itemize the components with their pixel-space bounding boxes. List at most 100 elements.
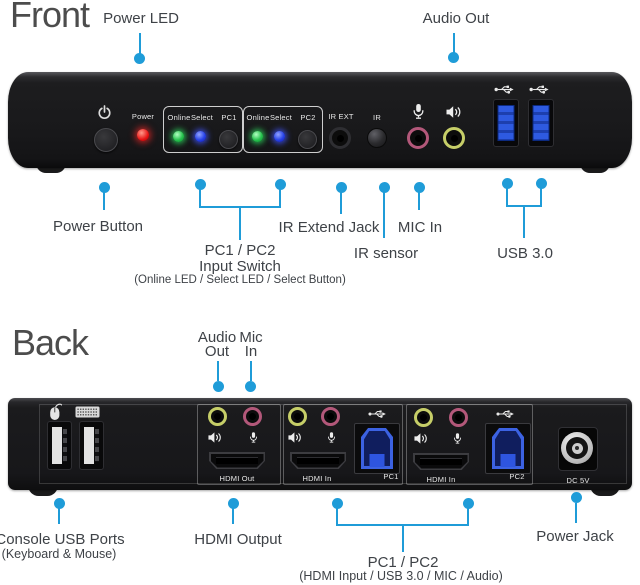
callout-line: [249, 361, 252, 381]
ir-ext-caption: IR EXT: [328, 112, 354, 121]
audio-out-jack: [443, 127, 465, 149]
hdmi-out-caption: HDMI Out: [219, 474, 255, 483]
back-heading: Back: [12, 322, 89, 363]
ir-caption: IR: [373, 113, 381, 122]
callout-line: [575, 503, 577, 523]
callout-line: [506, 188, 508, 206]
audio-jack: [414, 408, 433, 427]
callout-dot: [134, 53, 145, 64]
mic-icon: [327, 430, 336, 445]
callout-dot: [448, 52, 459, 63]
mic-in-back-label: Mic In: [239, 329, 263, 358]
hdmi-in-caption-pc2: HDMI In: [426, 475, 456, 484]
select-led: [274, 131, 285, 142]
callout-line: [418, 192, 420, 210]
audio-out-back-line2: Out: [204, 342, 230, 360]
power-led-caption: Power: [131, 112, 155, 121]
callout-dot: [335, 181, 347, 193]
front-heading: Front: [10, 0, 90, 35]
audio-out-front-label: Audio Out: [422, 10, 490, 27]
dc-5v-caption: DC 5V: [566, 476, 590, 485]
usb-icon: [368, 409, 388, 419]
online-led: [252, 131, 263, 142]
hdmi-in-port-pc1: [290, 452, 346, 469]
mic-icon: [453, 431, 462, 446]
hdmi-out-port: [209, 452, 265, 469]
usb-icon: [529, 84, 551, 95]
power-button: [94, 128, 118, 152]
input-switch-label-1: PC1 / PC2: [204, 242, 276, 259]
callout-line: [217, 361, 219, 381]
hdmi-in-caption-pc1: HDMI In: [302, 474, 332, 483]
callout-line: [452, 33, 455, 54]
select-led-label: Select: [269, 113, 293, 122]
pc-group-label: PC1 / PC2: [367, 554, 439, 571]
callout-dot: [413, 181, 425, 193]
front-panel: Power Online Select PC1 Online Select PC…: [8, 72, 632, 168]
callout-line: [336, 508, 338, 525]
mic-in-back-line1: Mic: [239, 329, 263, 346]
callout-line: [103, 192, 105, 210]
callout-dot: [462, 497, 474, 509]
usb-b-port-pc2: [485, 423, 531, 474]
usb-b-port-pc1: [354, 423, 400, 474]
usb-icon: [494, 84, 516, 95]
audio-out-back-label: Audio Out: [197, 329, 237, 360]
speaker-icon: [208, 431, 224, 444]
callout-line: [199, 189, 201, 207]
speaker-icon: [446, 105, 464, 119]
mic-jack: [321, 407, 340, 426]
online-led: [173, 131, 184, 142]
mouse-icon: [48, 403, 62, 422]
pc2-group: HDMI In PC2: [406, 404, 533, 485]
power-icon: [97, 105, 112, 120]
callout-line: [58, 508, 60, 524]
keyboard-icon: [75, 406, 100, 418]
callout-dot: [274, 178, 286, 190]
mic-in-jack: [243, 407, 262, 426]
ir-extend-jack: [329, 127, 351, 149]
mic-icon: [412, 103, 425, 120]
callout-line: [467, 508, 469, 525]
usb-icon: [496, 409, 516, 419]
ir-extend-jack-label: IR Extend Jack: [278, 219, 380, 236]
pc1-caption: PC1: [383, 472, 399, 481]
speaker-icon: [288, 431, 304, 444]
power-button-label: Power Button: [52, 218, 144, 235]
callout-line: [383, 192, 385, 238]
back-panel: HDMI Out HDMI In PC1 HDMI In PC2: [8, 398, 632, 490]
power-jack-barrel: [561, 432, 593, 464]
back-panel-inset-border: [39, 404, 627, 484]
select-led-label: Select: [190, 113, 214, 122]
usb3-port-2: [528, 99, 554, 147]
pc2-select-button: [298, 130, 317, 149]
callout-line: [522, 205, 525, 238]
online-led-label: Online: [246, 113, 270, 122]
pc2-switch-group: Online Select PC2: [243, 106, 323, 153]
callout-dot: [535, 177, 547, 189]
usb30-label: USB 3.0: [497, 245, 553, 262]
audio-out-back-line1: Audio: [197, 329, 237, 346]
power-led-label: Power LED: [103, 10, 179, 27]
console-av-group: HDMI Out: [197, 404, 281, 485]
console-usb-ports-label: Console USB Ports: [0, 531, 125, 548]
callout-line: [340, 192, 342, 214]
ir-sensor-label: IR sensor: [353, 245, 419, 262]
pc1-select-button: [219, 130, 238, 149]
callout-dot: [212, 380, 224, 392]
mic-in-jack: [407, 127, 429, 149]
online-led-label: Online: [167, 113, 191, 122]
pc1-switch-group: Online Select PC1: [163, 106, 243, 153]
mic-jack: [449, 408, 468, 427]
input-switch-label-3: (Online LED / Select LED / Select Button…: [134, 274, 346, 286]
callout-line: [279, 189, 281, 207]
callout-dot: [245, 380, 256, 392]
callout-dot: [227, 497, 239, 509]
callout-dot: [570, 491, 582, 503]
callout-dot: [331, 497, 343, 509]
power-led: [137, 129, 149, 141]
pc2-caption: PC2: [509, 472, 525, 481]
callout-line: [232, 508, 234, 524]
callout-dot: [53, 497, 65, 509]
input-switch-label-2: Input Switch: [199, 258, 281, 275]
